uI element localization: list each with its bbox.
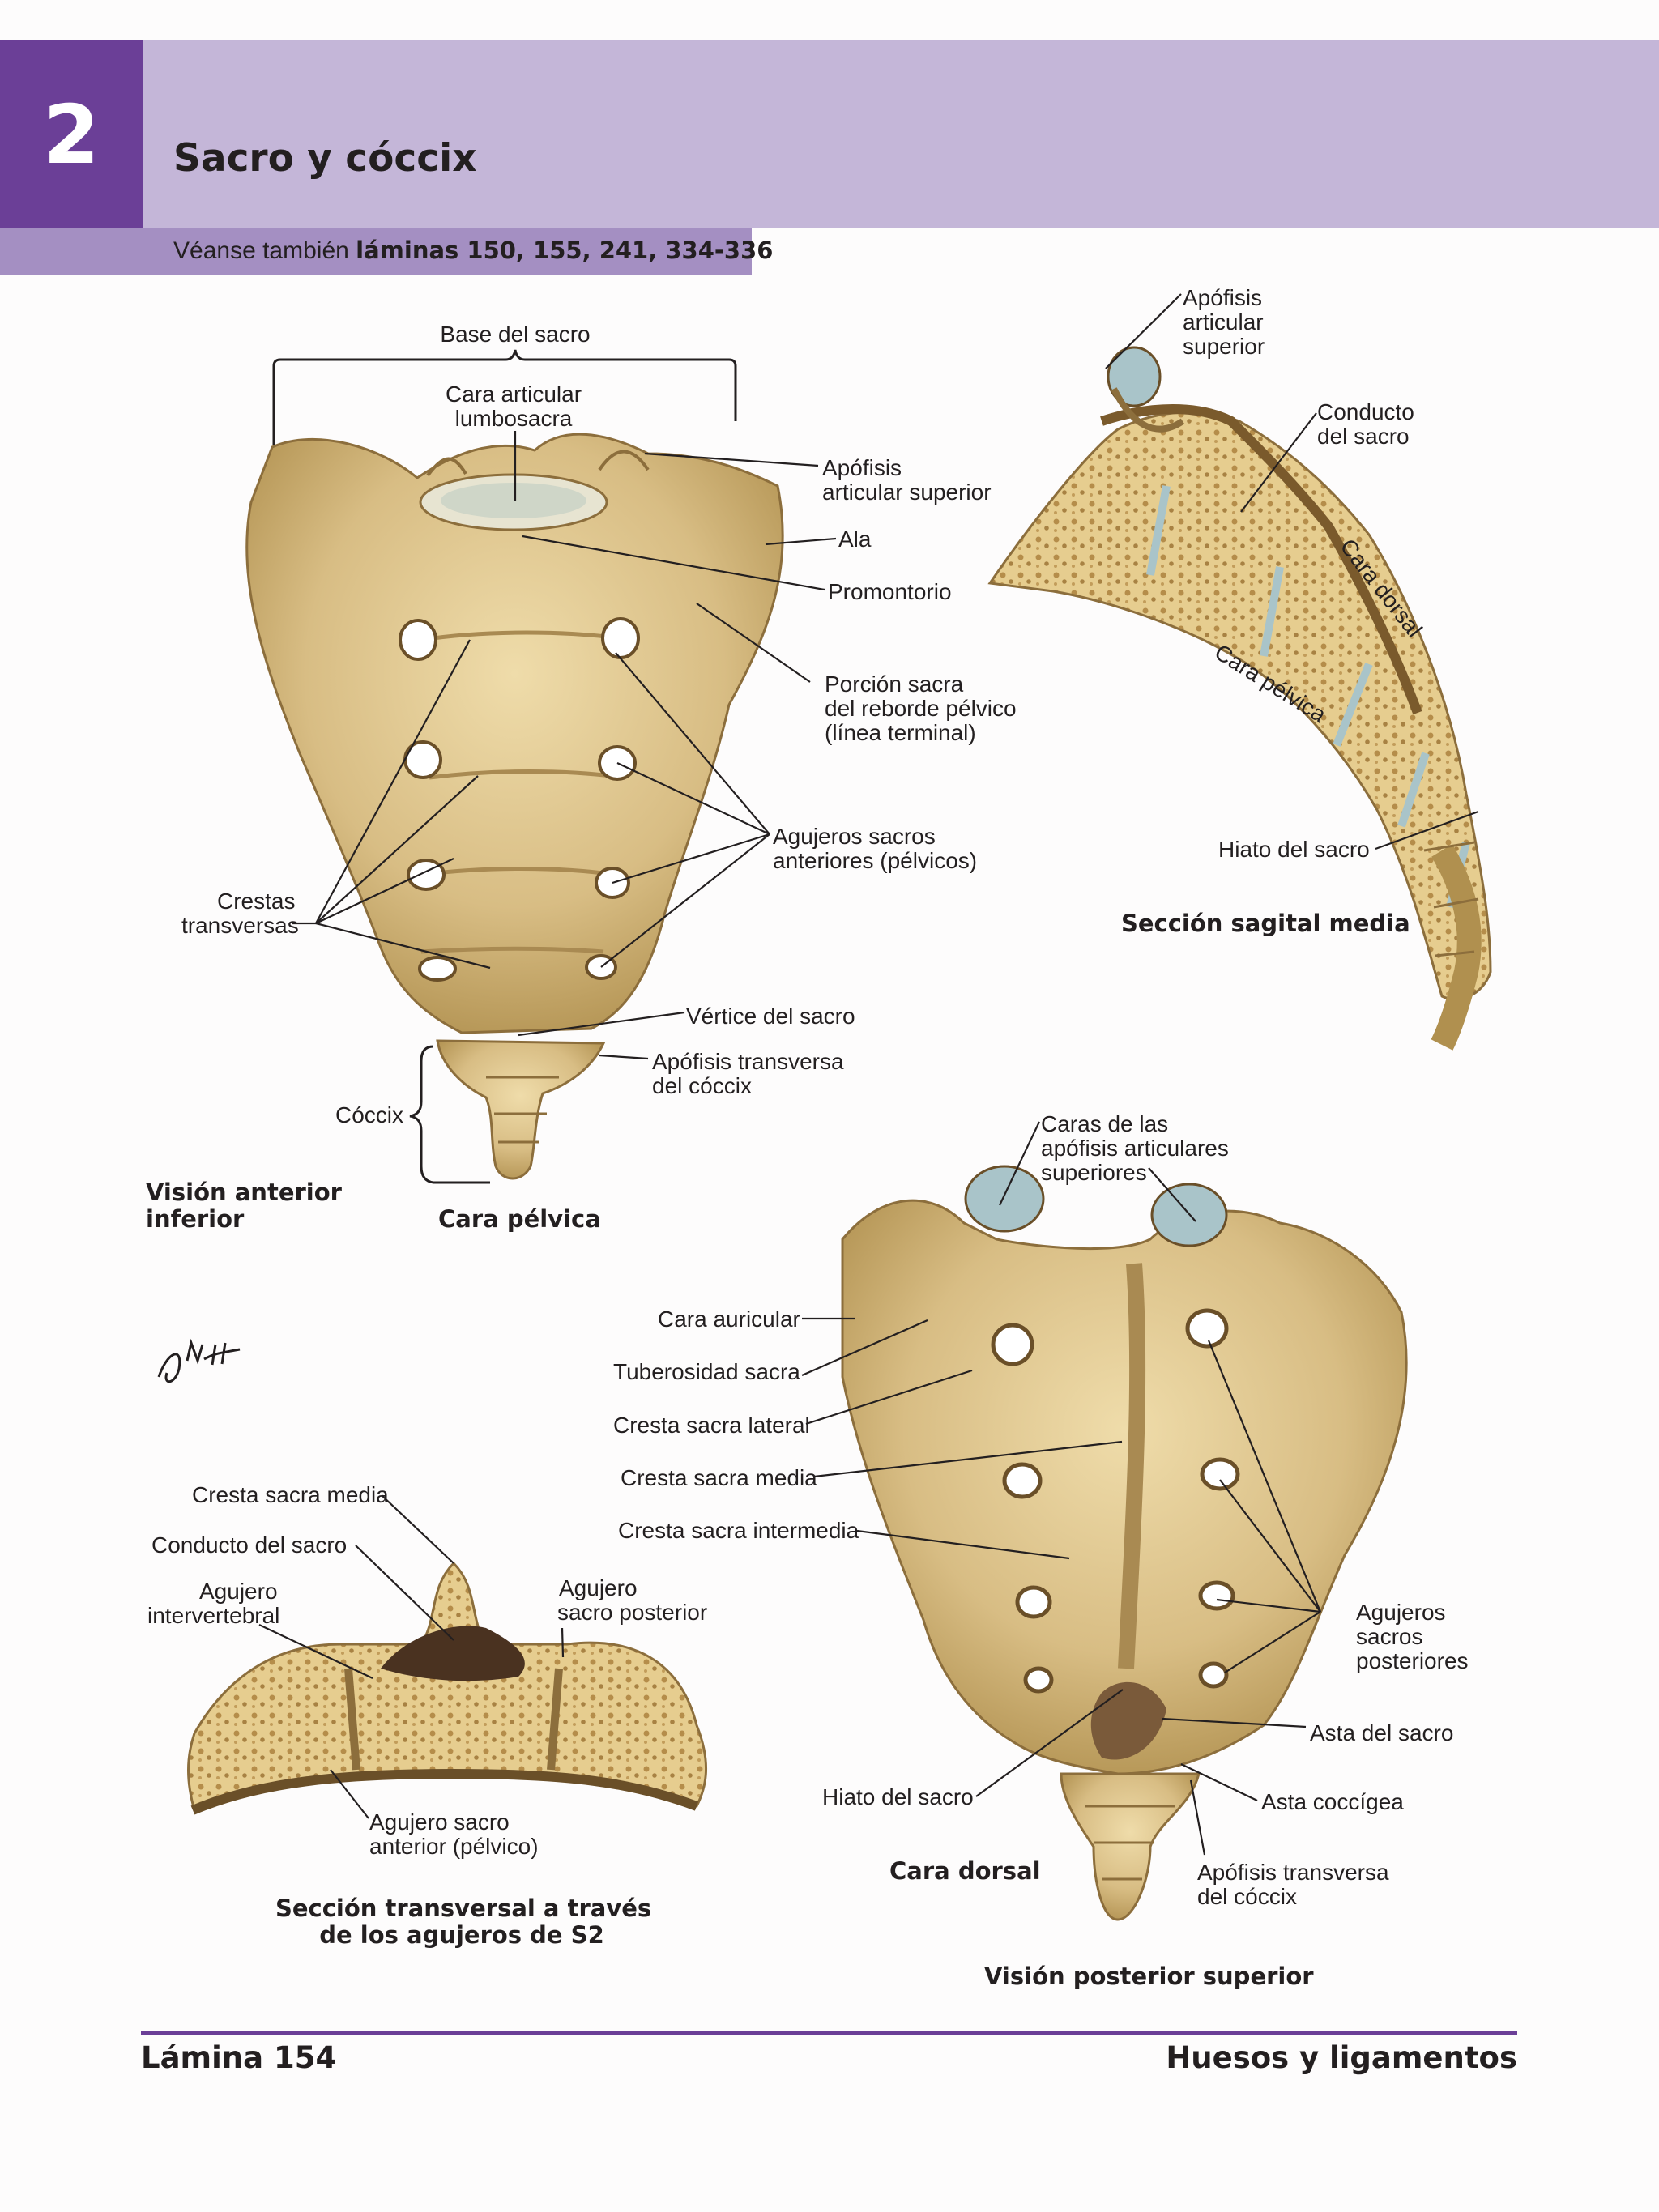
label-vertice: Vértice del sacro (686, 1004, 855, 1029)
label-post-hiato: Hiato del sacro (822, 1784, 974, 1809)
sacrum-transverse (187, 1561, 707, 1815)
label-asta-sacro: Asta del sacro (1310, 1720, 1454, 1745)
chapter-number: 2 (0, 40, 143, 228)
see-also-text: Véanse también láminas 150, 155, 241, 33… (173, 237, 773, 265)
see-also-band (0, 228, 752, 275)
label-apofisis-transversa-2: del cóccix (652, 1073, 752, 1098)
artist-signature (157, 1338, 241, 1383)
label-sag-hiato: Hiato del sacro (1218, 837, 1370, 862)
label-cresta-intermedia: Cresta sacra intermedia (618, 1518, 859, 1543)
page-title: Sacro y cóccix (173, 136, 477, 181)
label-trans-posterior-2: sacro posterior (557, 1600, 708, 1625)
label-agujeros-posteriores-2: sacros (1356, 1624, 1423, 1649)
caption-transversal-2: de los agujeros de S2 (319, 1921, 604, 1949)
label-agujeros-posteriores-1: Agujeros (1356, 1600, 1446, 1625)
header-band (0, 40, 1659, 228)
label-apofisis-2: articular superior (822, 479, 992, 505)
label-post-apofisis-transversa-2: del cóccix (1197, 1884, 1297, 1909)
see-also-prefix: Véanse también (173, 237, 356, 264)
sacrum-sagittal (987, 346, 1492, 1051)
label-conducto-1: Conducto (1317, 399, 1414, 424)
label-trans-posterior-1: Agujero (559, 1575, 638, 1600)
label-sag-apofisis-2: articular (1183, 309, 1264, 335)
label-sag-apofisis-3: superior (1183, 334, 1265, 359)
leader-lines (258, 293, 1479, 1856)
label-cara-articular-2: lumbosacra (454, 406, 573, 431)
label-cara-articular-1: Cara articular (445, 381, 582, 407)
label-apofisis-1: Apófisis (822, 455, 902, 480)
label-cresta-lateral: Cresta sacra lateral (613, 1413, 810, 1438)
label-agujeros-anteriores-2: anteriores (pélvicos) (773, 848, 978, 873)
label-caras-1: Caras de las (1041, 1111, 1169, 1136)
caption-transversal-1: Sección transversal a través (275, 1894, 652, 1922)
section-name: Huesos y ligamentos (1166, 2040, 1517, 2075)
footer-rule (141, 2031, 1517, 2035)
label-post-apofisis-transversa-1: Apófisis transversa (1197, 1860, 1389, 1885)
label-conducto-2: del sacro (1317, 424, 1410, 449)
caption-anterior-1: Visión anterior (146, 1178, 342, 1206)
label-crestas-1: Crestas (217, 889, 296, 914)
caption-posterior: Visión posterior superior (984, 1963, 1314, 1990)
label-crestas-2: transversas (181, 913, 299, 938)
label-apofisis-transversa-1: Apófisis transversa (652, 1049, 844, 1074)
caption-cara-pelvica: Cara pélvica (438, 1205, 601, 1233)
label-trans-anterior-1: Agujero sacro (369, 1809, 510, 1835)
label-coccix: Cóccix (335, 1102, 404, 1127)
plate-number: Lámina 154 (141, 2040, 337, 2075)
label-base-sacro: Base del sacro (440, 322, 591, 347)
label-intervertebral-2: intervertebral (147, 1603, 280, 1628)
label-promontorio: Promontorio (828, 579, 952, 604)
sacrum-posterior (841, 1165, 1408, 1921)
label-cresta-media: Cresta sacra media (621, 1465, 817, 1490)
label-porcion-2: del reborde pélvico (825, 696, 1017, 721)
label-porcion-1: Porción sacra (825, 671, 964, 697)
label-asta-coccigea: Asta coccígea (1261, 1789, 1404, 1814)
label-ala: Ala (838, 526, 872, 552)
label-agujeros-posteriores-3: posteriores (1356, 1648, 1469, 1673)
label-caras-2: apófisis articulares (1041, 1136, 1229, 1161)
label-trans-anterior-2: anterior (pélvico) (369, 1834, 539, 1859)
label-caras-3: superiores (1041, 1160, 1147, 1185)
label-porcion-3: (línea terminal) (825, 720, 976, 745)
see-also-plates: láminas 150, 155, 241, 334-336 (356, 237, 774, 264)
caption-sagital: Sección sagital media (1121, 910, 1410, 937)
label-cara-auricular: Cara auricular (658, 1306, 800, 1332)
label-sag-apofisis-1: Apófisis (1183, 285, 1263, 310)
label-intervertebral-1: Agujero (199, 1579, 278, 1604)
brackets-anterior (272, 349, 737, 1184)
label-agujeros-anteriores-1: Agujeros sacros (773, 824, 936, 849)
label-trans-conducto: Conducto del sacro (151, 1532, 348, 1558)
label-trans-cresta-media: Cresta sacra media (192, 1482, 389, 1507)
caption-anterior-2: inferior (146, 1205, 245, 1233)
caption-cara-dorsal: Cara dorsal (889, 1857, 1041, 1885)
label-tuberosidad: Tuberosidad sacra (613, 1359, 800, 1384)
